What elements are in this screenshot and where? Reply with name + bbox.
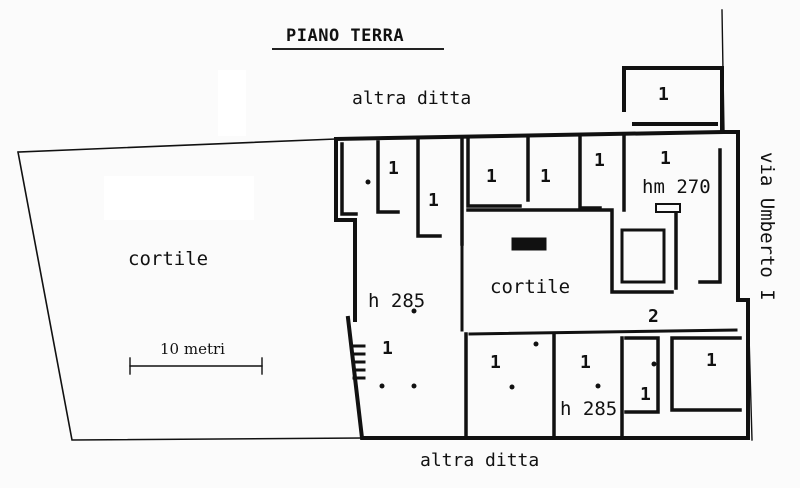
top-annex bbox=[622, 66, 724, 134]
upper-partitions bbox=[340, 132, 722, 294]
street-line bbox=[721, 9, 753, 441]
lower-partitions bbox=[464, 332, 742, 438]
left-cortile-outline bbox=[17, 138, 363, 441]
title-underline bbox=[272, 48, 444, 50]
top-wall bbox=[333, 129, 725, 142]
room-number: 1 bbox=[706, 350, 717, 371]
blank-patch-top bbox=[218, 70, 246, 136]
room-number: 1 bbox=[594, 150, 605, 171]
blank-patch-left bbox=[104, 176, 254, 220]
scale-bar bbox=[129, 357, 263, 375]
room-number: 1 bbox=[490, 352, 501, 373]
small-box bbox=[655, 203, 681, 213]
label-cortile-left: cortile bbox=[128, 248, 209, 270]
column-dots bbox=[365, 179, 657, 390]
room-number: 1 bbox=[658, 84, 669, 105]
room-number: 1 bbox=[382, 338, 393, 359]
central-cortile bbox=[460, 244, 738, 336]
room-number: 2 bbox=[648, 306, 659, 327]
room-number: 1 bbox=[486, 166, 497, 187]
label-cortile-center: cortile bbox=[490, 276, 571, 298]
room-number: 1 bbox=[580, 352, 591, 373]
room-number: 1 bbox=[640, 384, 651, 405]
stair-center bbox=[620, 228, 666, 284]
duct-center bbox=[511, 237, 547, 251]
label-scale: 10 metri bbox=[160, 340, 225, 358]
label-hm270: hm 270 bbox=[642, 176, 711, 198]
stair-left bbox=[352, 344, 366, 380]
room-number: 1 bbox=[660, 148, 671, 169]
room-number: 1 bbox=[428, 190, 439, 211]
label-altra-ditta-bottom: altra ditta bbox=[420, 450, 540, 471]
room-number: 1 bbox=[388, 158, 399, 179]
label-h285-left: h 285 bbox=[368, 290, 426, 312]
label-h285-right: h 285 bbox=[560, 398, 618, 420]
label-via-umberto: via Umberto I bbox=[756, 152, 778, 301]
page-title: PIANO TERRA bbox=[286, 26, 405, 46]
label-altra-ditta-top: altra ditta bbox=[352, 88, 472, 109]
room-number: 1 bbox=[540, 166, 551, 187]
